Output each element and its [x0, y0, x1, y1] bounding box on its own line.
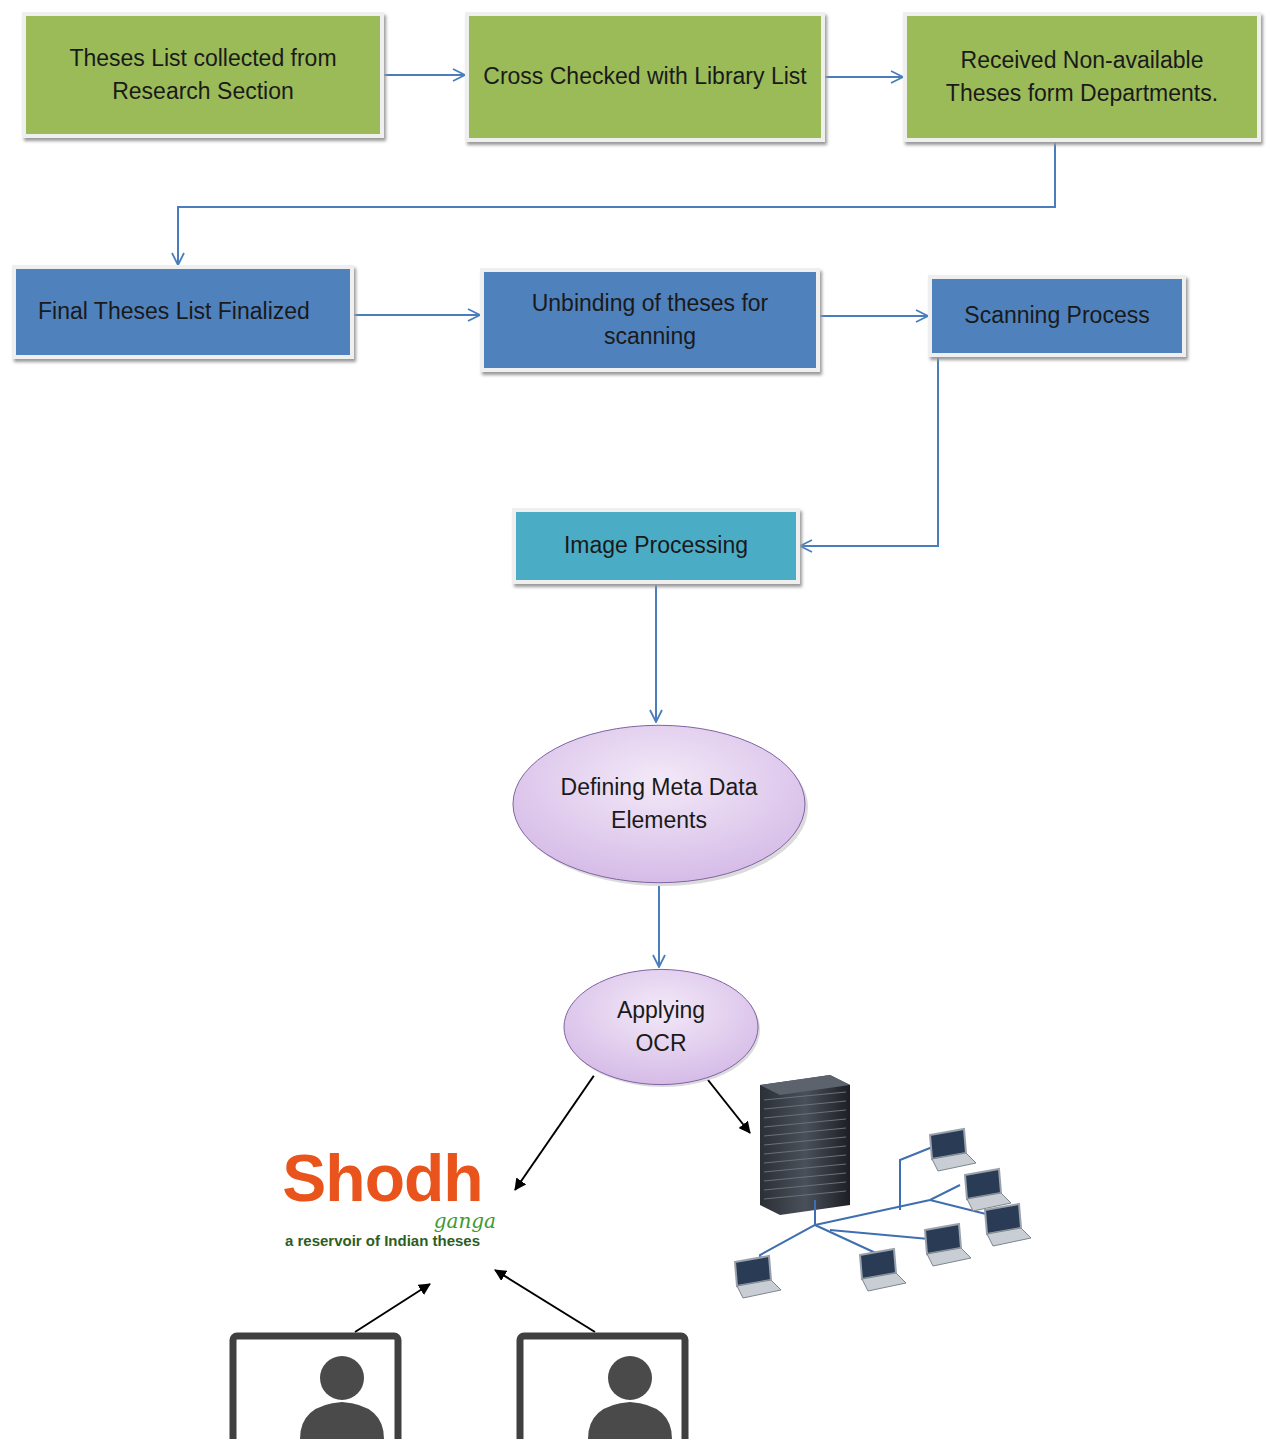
- node-text: a reservoir of Indian theses: [285, 1231, 480, 1251]
- server-network: [735, 1075, 1031, 1298]
- user-silhouette: [300, 1356, 672, 1439]
- flow-arrow: [384, 74, 465, 76]
- process-ellipse: Applying OCR: [562, 967, 760, 1087]
- flow-arrow: [800, 357, 938, 546]
- node-text: Cross Checked with Library List: [483, 60, 806, 93]
- flow-arrow: [655, 584, 657, 722]
- repository-logo: Shodhgangaa reservoir of Indian theses: [255, 1145, 510, 1295]
- flow-arrow: [820, 315, 928, 317]
- node-text: Final Theses List Finalized: [38, 295, 310, 328]
- process-box: Theses List collected from Research Sect…: [22, 12, 384, 138]
- node-text: ganga: [434, 1211, 496, 1231]
- flow-arrow: [178, 142, 1055, 265]
- ellipse-outline: [510, 722, 808, 886]
- node-text: Defining Meta Data Elements: [550, 771, 768, 838]
- node-text: Scanning Process: [964, 299, 1149, 332]
- process-box: Scanning Process: [928, 275, 1186, 357]
- user-arrow: [495, 1270, 595, 1332]
- ellipse-outline: [562, 967, 760, 1087]
- node-text: Shodh: [282, 1145, 482, 1211]
- user-computer: [233, 1336, 685, 1439]
- flow-arrow: [658, 886, 660, 967]
- server-arrow: [708, 1080, 750, 1133]
- node-text: Received Non-available Theses form Depar…: [921, 44, 1243, 111]
- flow-arrow: [515, 1076, 594, 1190]
- node-text: Unbinding of theses for scanning: [498, 287, 802, 354]
- process-box: Unbinding of theses for scanning: [480, 268, 820, 372]
- process-box: Image Processing: [512, 508, 800, 584]
- process-box: Received Non-available Theses form Depar…: [903, 12, 1261, 142]
- flow-arrow: [825, 76, 903, 78]
- node-text: Theses List collected from Research Sect…: [40, 42, 366, 109]
- process-box: Cross Checked with Library List: [465, 12, 825, 142]
- user-arrow: [355, 1284, 430, 1332]
- process-box: Final Theses List Finalized: [12, 265, 354, 359]
- node-text: Image Processing: [564, 529, 748, 562]
- node-text: Applying OCR: [602, 994, 720, 1061]
- process-ellipse: Defining Meta Data Elements: [510, 722, 808, 886]
- flow-arrow: [354, 314, 480, 316]
